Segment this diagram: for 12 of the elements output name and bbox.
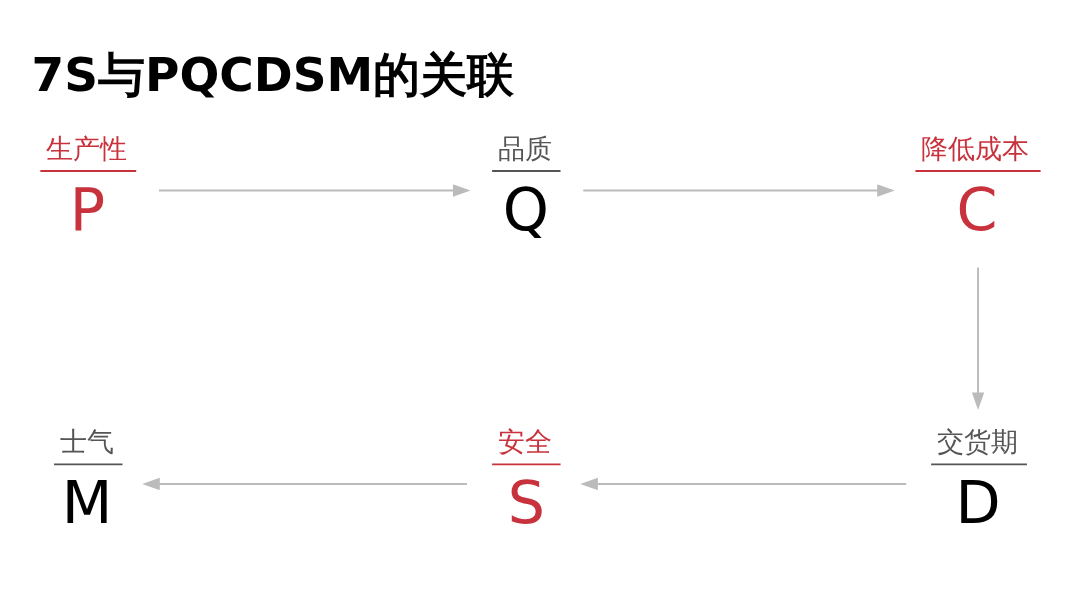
diagram-title: 7S与PQCDSM的关联 [31,47,515,103]
node-text: 生产性 P [46,132,128,244]
node-text: 降低成本 C [921,132,1030,244]
arrow [142,477,469,491]
node-text: 品质 Q [497,132,552,244]
arrow [580,477,908,491]
arrow [582,184,895,197]
node-text: 安全 S [497,426,552,538]
arrow [158,184,471,197]
arrow [971,266,985,411]
node-text: 士气 M [59,426,114,538]
node-text: 交货期 D [936,426,1018,538]
